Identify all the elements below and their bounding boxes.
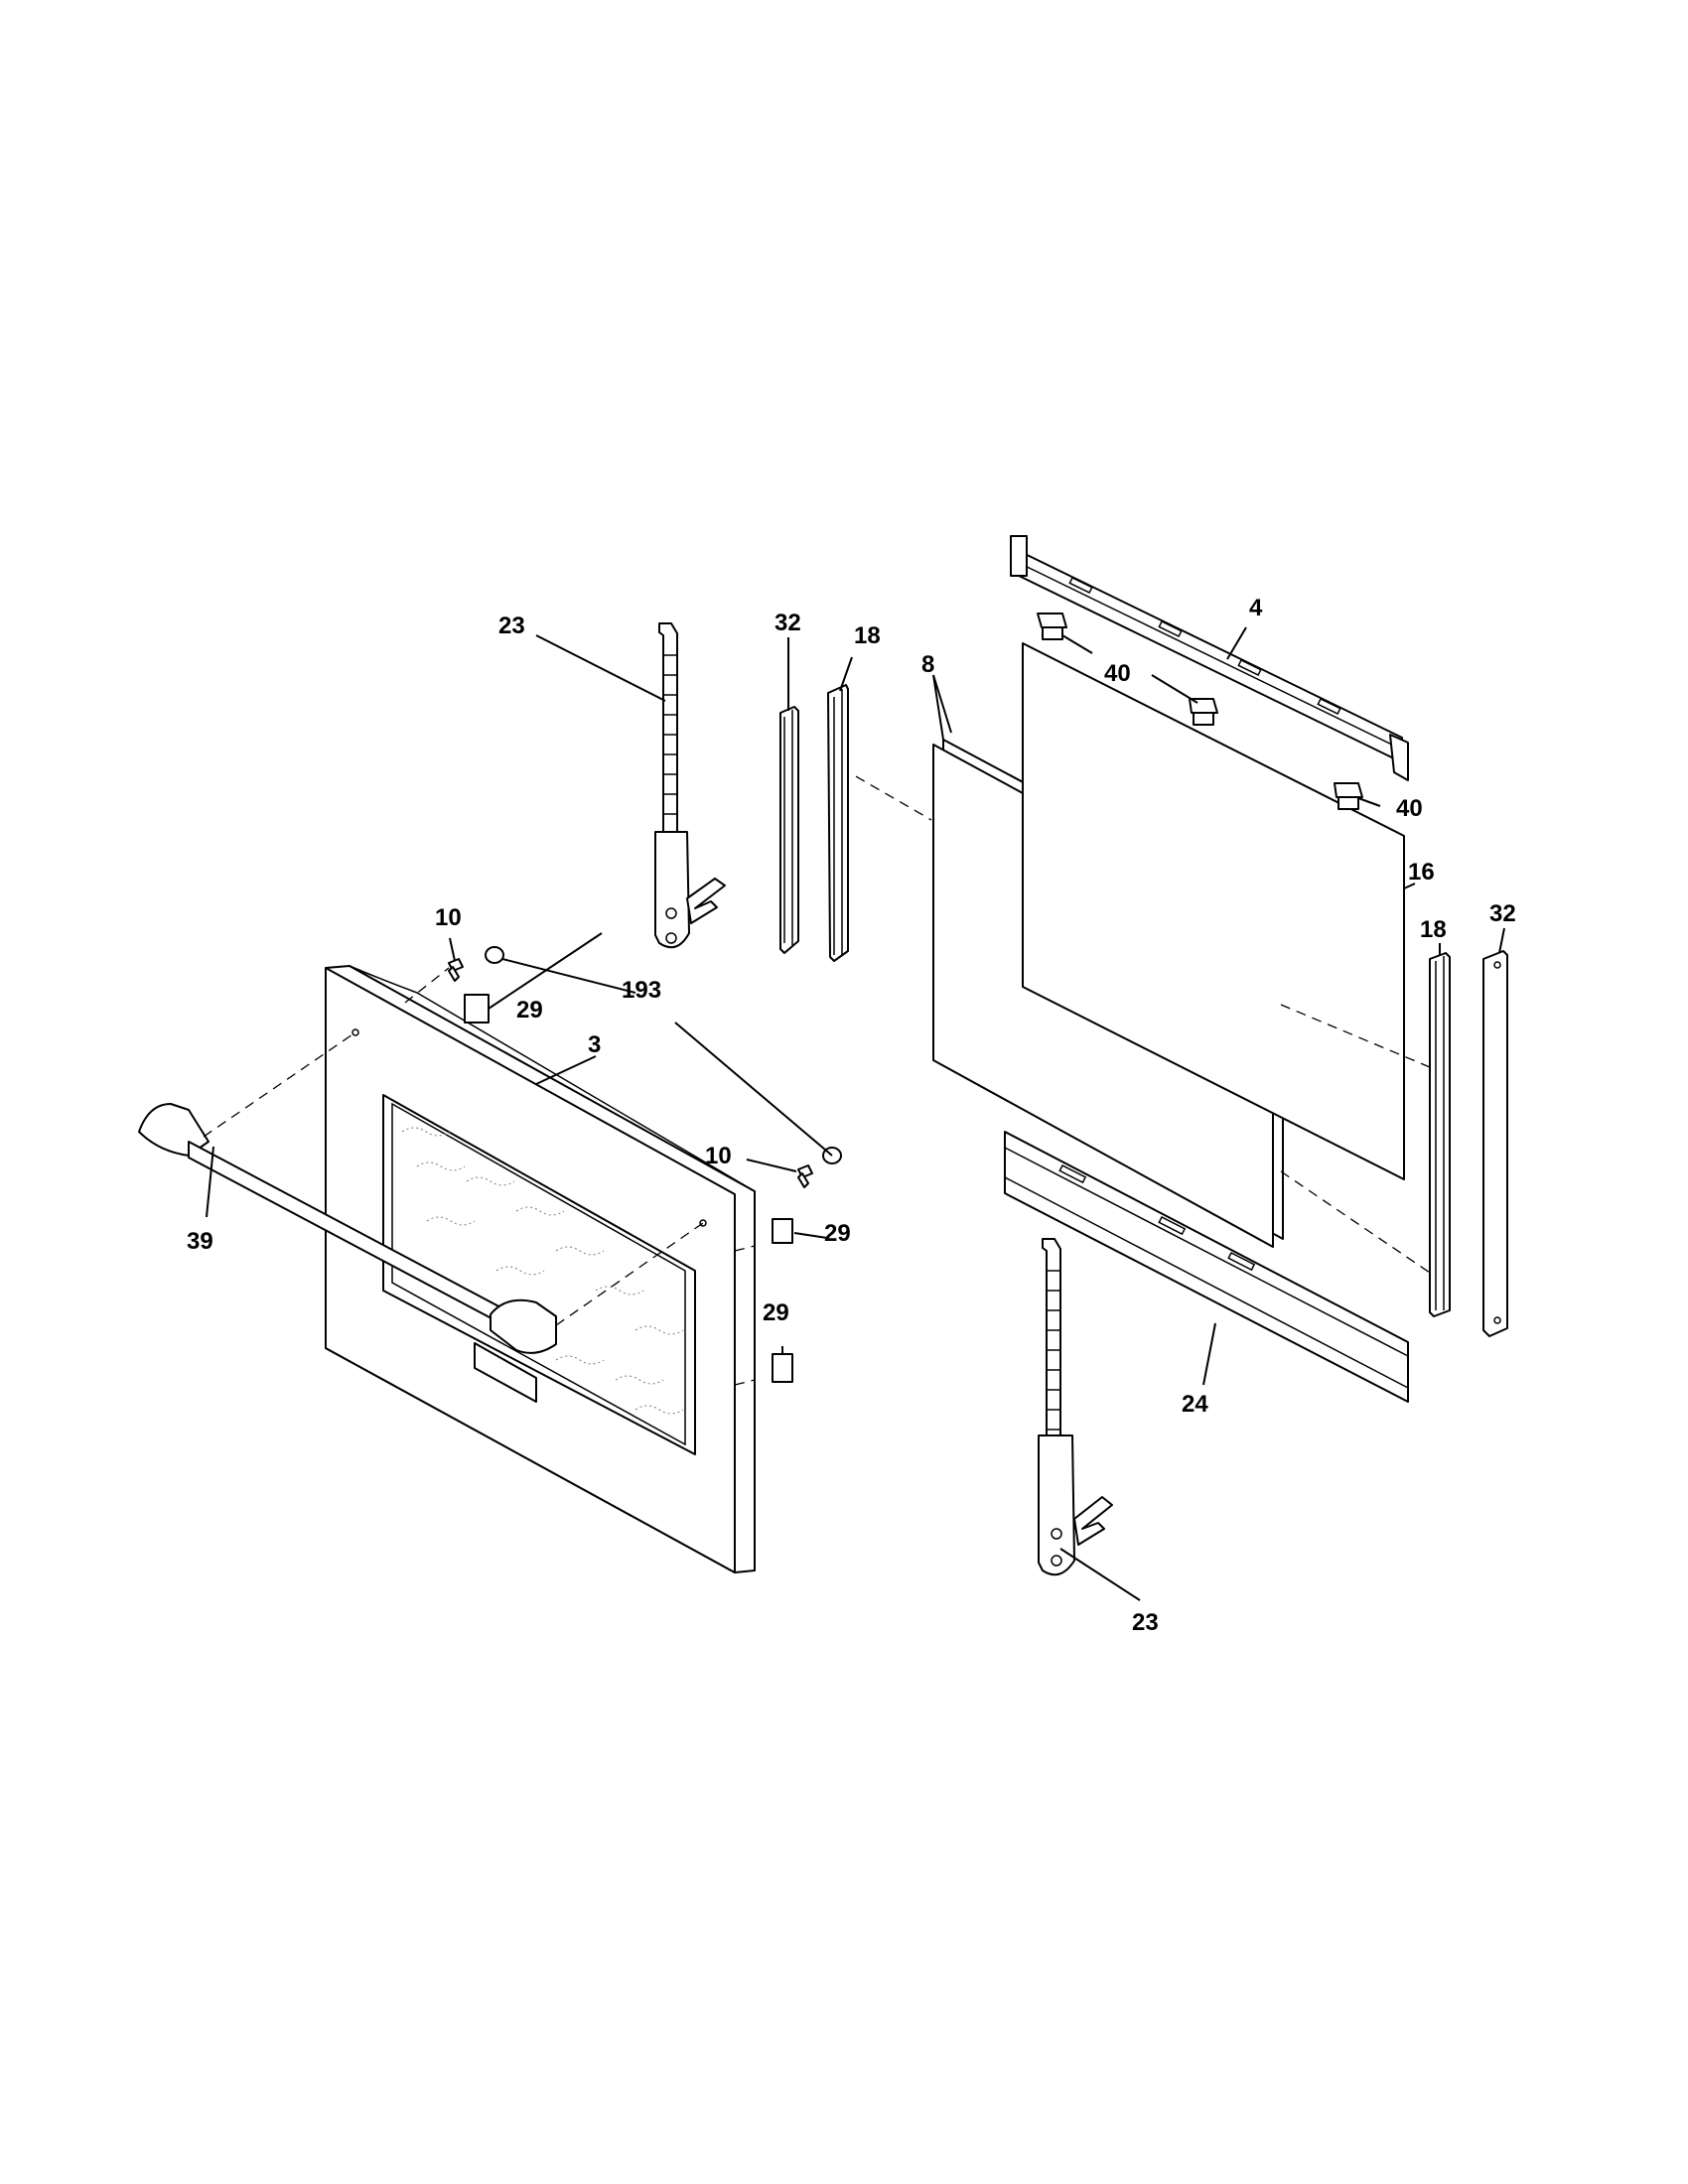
callout-hinge-top: 23 (498, 613, 525, 639)
bottom-trim-part (1004, 1131, 1409, 1403)
leader-lines (206, 626, 1505, 1601)
hinge-bottom-part (1038, 1238, 1113, 1576)
callout-clip-b: 40 (1396, 795, 1423, 822)
callout-glass-pack: 8 (921, 651, 934, 678)
callout-screw-right: 10 (705, 1143, 732, 1169)
clip-part (1037, 613, 1363, 810)
callout-handle: 39 (187, 1228, 213, 1255)
callout-labels: 23 32 18 8 4 40 40 16 18 32 10 193 29 3 … (187, 595, 1516, 1636)
callout-channel-right: 32 (1489, 900, 1516, 927)
top-bracket-part (1010, 535, 1409, 781)
callout-bottom-trim: 24 (1182, 1391, 1208, 1418)
callout-pad-low: 29 (763, 1299, 789, 1326)
callout-pad-mid: 29 (824, 1220, 851, 1247)
callout-seal-left: 18 (854, 622, 881, 649)
inner-glass-part (1022, 642, 1405, 1180)
door-frame-part (325, 965, 756, 1573)
callout-screw-top: 10 (435, 904, 462, 931)
fastener-parts (448, 946, 842, 1383)
channel-left-part (779, 706, 799, 954)
seal-left-part (827, 684, 849, 962)
callout-spacer: 193 (622, 977, 661, 1004)
callout-inner-glass: 16 (1408, 859, 1435, 886)
callout-seal-right: 18 (1420, 916, 1447, 943)
callout-clip-a: 40 (1104, 660, 1131, 687)
seal-right-part (1429, 952, 1451, 1317)
callout-door-frame: 3 (588, 1031, 601, 1058)
callout-hinge-bottom: 23 (1132, 1609, 1159, 1636)
callout-channel-left: 32 (774, 610, 801, 636)
channel-right-part (1482, 950, 1508, 1337)
callout-top-bracket: 4 (1249, 595, 1263, 621)
callout-pad-top: 29 (516, 997, 543, 1024)
alignment-lines (203, 775, 1431, 1386)
handle-part (138, 1103, 557, 1354)
hinge-top-part (654, 622, 726, 949)
